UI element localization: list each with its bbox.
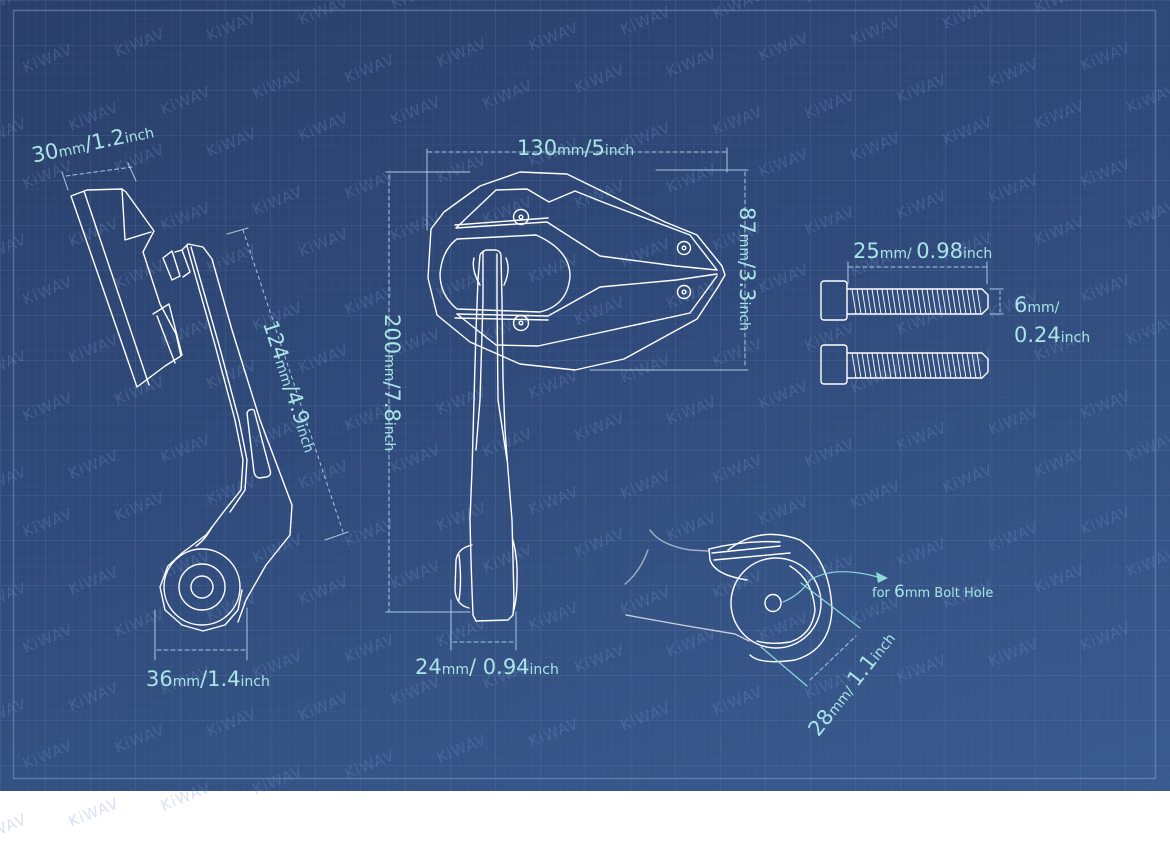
front-dimension-lines bbox=[385, 147, 749, 651]
side-base-outer bbox=[163, 548, 241, 626]
frame-border bbox=[12, 9, 1157, 780]
bolt-2 bbox=[820, 344, 989, 385]
side-view-drawing bbox=[70, 188, 293, 632]
bolts-drawing bbox=[820, 280, 989, 385]
front-view-drawing bbox=[427, 171, 726, 622]
base-detail-outer bbox=[730, 557, 822, 649]
bolt-dimension-lines bbox=[847, 261, 1004, 315]
base-detail-drawing bbox=[624, 529, 833, 663]
watermark-text: KiWAV bbox=[0, 810, 30, 847]
dim-front-base-width: 24mm/ 0.94inch bbox=[415, 655, 559, 679]
mirror-stem bbox=[469, 249, 515, 622]
mirror-outline bbox=[427, 171, 726, 371]
side-dimension-lines bbox=[61, 162, 349, 661]
dim-mirror-height: 87mm/3.3inch bbox=[735, 207, 759, 331]
dim-side-base-width: 36mm/1.4inch bbox=[146, 667, 270, 691]
bolt-1 bbox=[820, 280, 989, 321]
dim-mirror-width: 130mm/5inch bbox=[517, 136, 635, 160]
bolt-hole-note: for 6mm Bolt Hole bbox=[872, 582, 994, 602]
blueprint-grid bbox=[0, 0, 1170, 791]
dim-bolt-length: 25mm/ 0.98inch bbox=[853, 239, 993, 263]
arm-outline bbox=[181, 243, 293, 623]
clamp-block bbox=[70, 188, 182, 388]
arrow-head-icon bbox=[876, 572, 888, 583]
dim-bolt-diameter: 6mm/ 0.24inch bbox=[1014, 293, 1091, 347]
base-detail-dimensions bbox=[760, 571, 888, 687]
watermark-text: KiWAV bbox=[66, 794, 122, 831]
dim-total-height: 200mm/7.8inch bbox=[380, 314, 404, 452]
